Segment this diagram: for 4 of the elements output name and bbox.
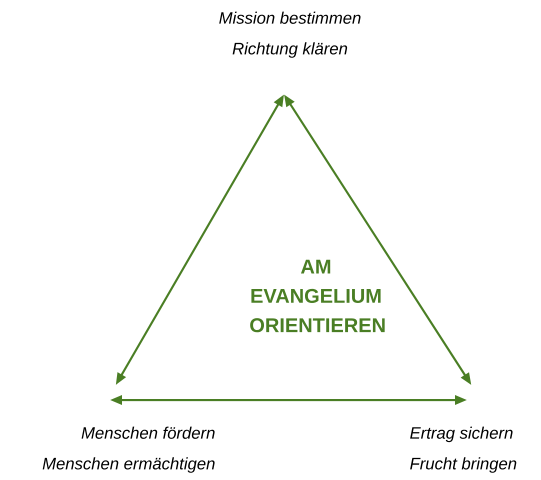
caption-text: Ertrag sichern Frucht bringen xyxy=(410,426,516,473)
center-title: AM EVANGELIUM ORIENTIEREN xyxy=(250,260,385,332)
caption-text: Menschen fördern Menschen ermächtigen xyxy=(42,426,215,473)
caption-text: Mission bestimmen Richtung klären xyxy=(219,12,361,58)
